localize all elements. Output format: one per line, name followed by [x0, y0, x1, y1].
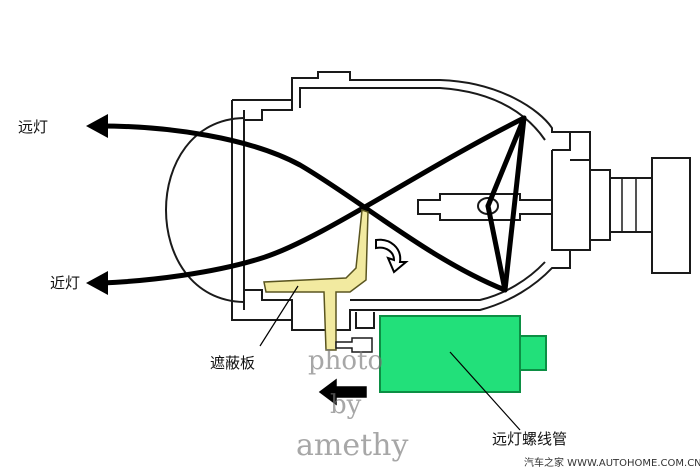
rear-connector: [651, 157, 691, 274]
solenoid-leader-line: [449, 351, 521, 431]
reflector-ray-side: [502, 115, 527, 293]
shield-plate: [263, 208, 369, 351]
left-arrow-icon: [318, 378, 367, 406]
high-beam-label: 远灯: [18, 118, 49, 136]
shield-leader-line: [259, 285, 299, 347]
bulb-mount: [551, 132, 611, 251]
low-beam-label: 近灯: [50, 274, 81, 292]
solenoid-cap: [519, 335, 547, 371]
reflector-inner: [299, 87, 546, 141]
reflector-ray-bottom: [485, 203, 508, 293]
lens-retaining-ring: [231, 99, 293, 321]
solenoid-label: 远灯螺线管: [492, 430, 568, 448]
watermark-line-3: amethy: [296, 428, 409, 463]
shield-label: 遮蔽板: [210, 354, 256, 372]
watermark-line-1: photo: [308, 346, 384, 376]
high-beam-arrowhead: [86, 114, 108, 138]
beam-lower-to-low: [97, 123, 508, 293]
reflector-ray-top: [485, 115, 527, 209]
projector-lens: [165, 117, 245, 303]
watermark-line-2: by: [330, 390, 362, 420]
solenoid-linkage: [335, 337, 373, 353]
reflector-housing: [291, 71, 591, 160]
curved-arrow-icon: [375, 238, 409, 274]
lower-housing-inner: [350, 261, 546, 301]
solenoid-bracket: [355, 312, 375, 329]
light-beams: [97, 115, 527, 293]
beam-upper-to-high: [99, 115, 527, 286]
low-beam-arrowhead: [86, 271, 108, 295]
lower-housing: [291, 250, 571, 331]
site-watermark: 汽车之家 WWW.AUTOHOME.COM.CN: [524, 458, 700, 469]
solenoid-body: [379, 315, 521, 393]
bulb-socket: [609, 177, 653, 233]
